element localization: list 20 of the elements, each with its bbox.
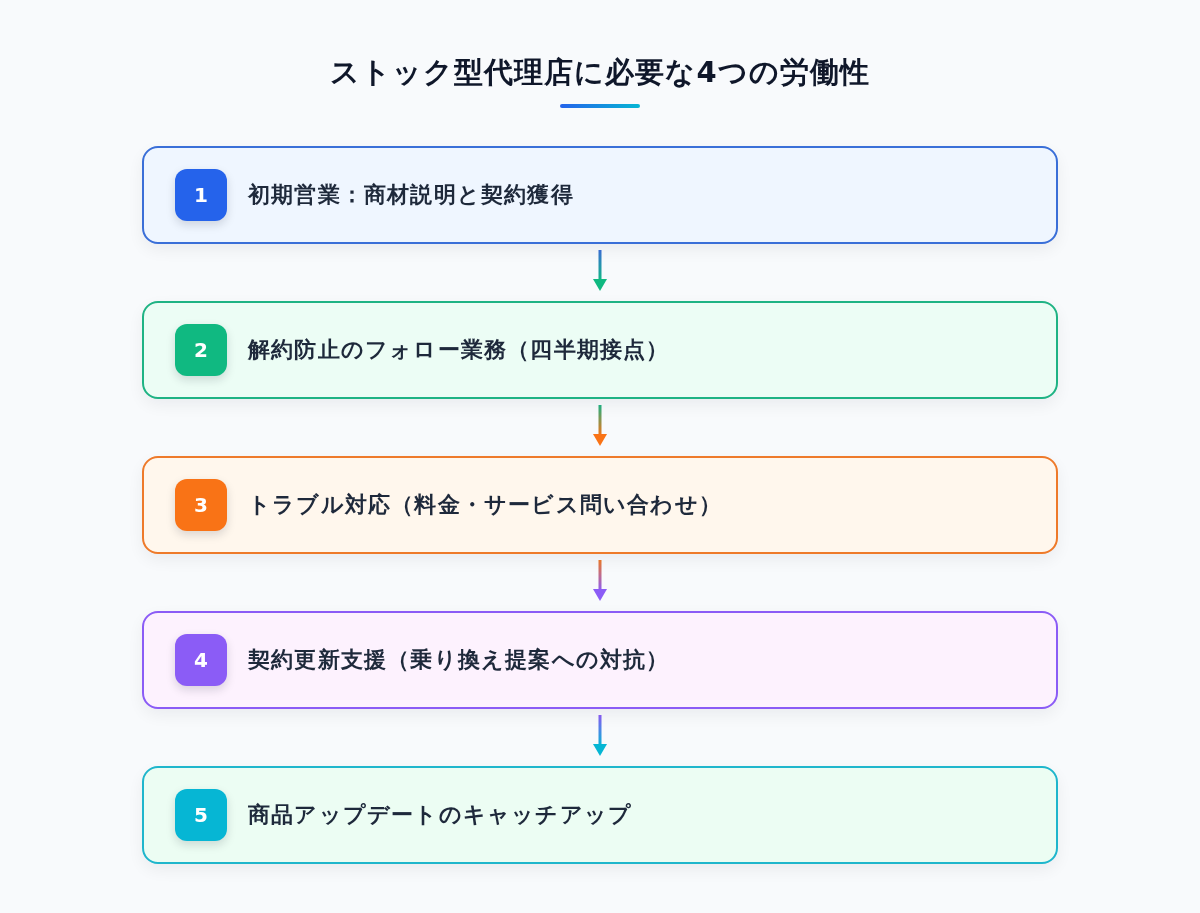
step-box [142, 766, 1058, 864]
step-box [142, 456, 1058, 554]
step-text: 初期営業：商材説明と契約獲得 [248, 181, 574, 209]
number-badge: 3 [175, 479, 227, 531]
step-text: 商品アップデートのキャッチアップ [248, 801, 633, 829]
arrow [593, 715, 607, 756]
title: ストック型代理店に必要な4つの労働性 [330, 54, 870, 91]
number-badge: 5 [175, 789, 227, 841]
number-badge: 1 [175, 169, 227, 221]
step-text: トラブル対応（料金・サービス問い合わせ） [248, 491, 722, 519]
step-box [142, 611, 1058, 709]
step-box [142, 301, 1058, 399]
arrow [593, 250, 607, 291]
arrow [593, 560, 607, 601]
number-badge: 4 [175, 634, 227, 686]
step-text: 契約更新支援（乗り換え提案への対抗） [248, 646, 670, 674]
number-badge: 2 [175, 324, 227, 376]
arrow [593, 405, 607, 446]
step-text: 解約防止のフォロー業務（四半期接点） [248, 336, 670, 364]
step-box [142, 146, 1058, 244]
